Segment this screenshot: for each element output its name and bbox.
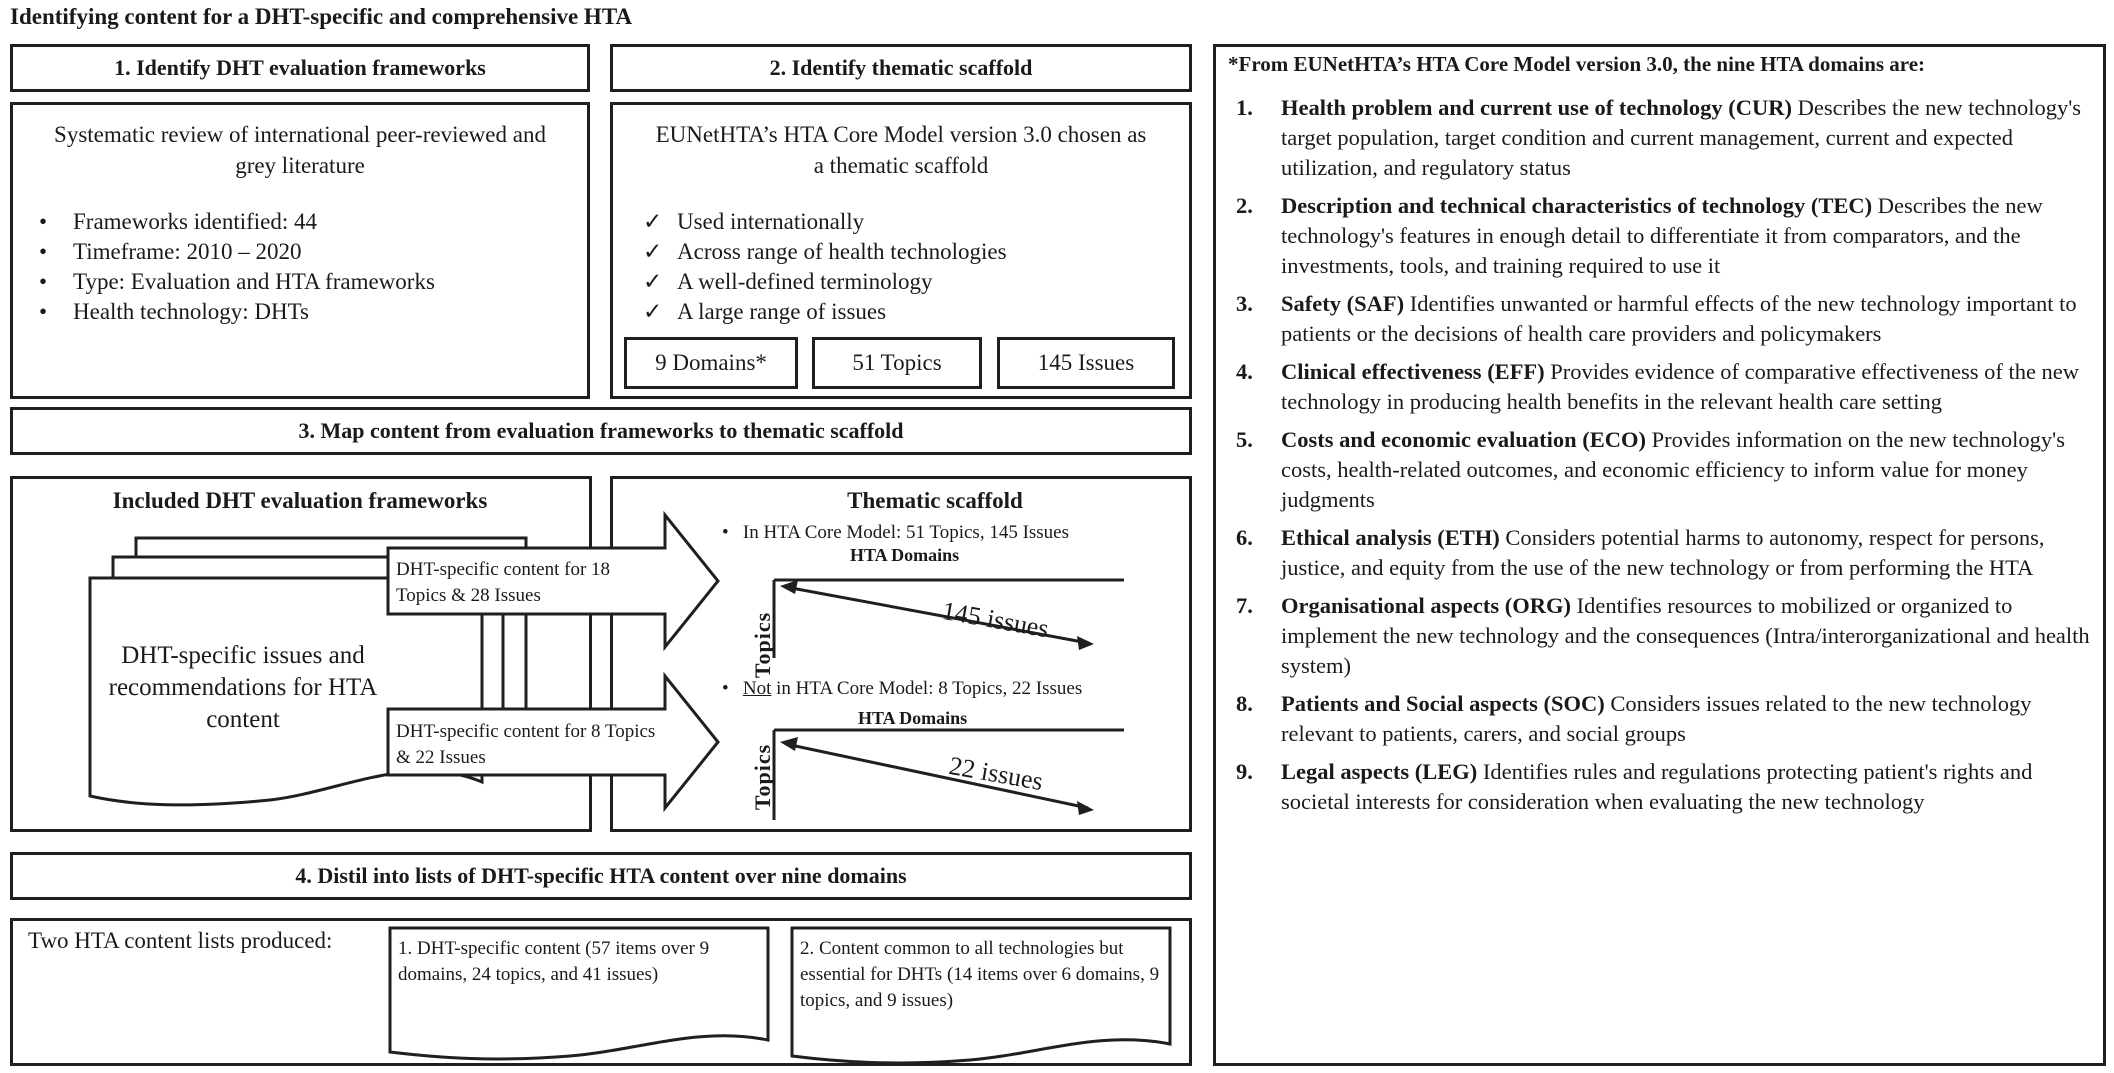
step2-check-list: ✓Used internationally ✓Across range of h… xyxy=(643,207,1163,327)
step2-panel: EUNetHTA’s HTA Core Model version 3.0 ch… xyxy=(610,102,1192,399)
domain-name: Health problem and current use of techno… xyxy=(1281,95,1793,120)
content-list-docs-svg xyxy=(388,926,1172,1065)
domain-desc: Provides information on the new technolo… xyxy=(1281,427,2065,512)
bullet-icon: • xyxy=(722,678,743,699)
mapping-diagram-svg xyxy=(88,510,1124,820)
step1-bullet: •Type: Evaluation and HTA frameworks xyxy=(39,267,579,297)
domain-item: 3.Safety (SAF) Identifies unwanted or ha… xyxy=(1236,291,2077,346)
document-text: DHT-specific issues and recommendations … xyxy=(108,642,378,733)
mapping-arrow-bottom xyxy=(386,671,720,813)
in-core-model-label: • In HTA Core Model: 51 Topics, 145 Issu… xyxy=(722,522,1070,543)
page-title: Identifying content for a DHT-specific a… xyxy=(10,4,633,29)
domain-desc: Considers issues related to the new tech… xyxy=(1281,691,2032,746)
domain-desc: Provides evidence of comparative effecti… xyxy=(1281,359,2080,414)
step2-header: 2. Identify thematic scaffold xyxy=(610,44,1192,92)
bullet-icon: • xyxy=(39,299,48,324)
checkmark-icon: ✓ xyxy=(643,239,663,264)
step3-right-panel xyxy=(610,476,1192,832)
domain-name: Safety (SAF) xyxy=(1281,291,1405,316)
checkmark-icon: ✓ xyxy=(643,269,663,294)
step2-check-item: ✓Used internationally xyxy=(643,207,1163,237)
step1-bullet: •Frameworks identified: 44 xyxy=(39,207,579,237)
domain-list: 1.Health problem and current use of tech… xyxy=(1236,93,2098,825)
domain-desc: Identifies rules and regulations protect… xyxy=(1281,759,2033,814)
step2-check-item: ✓A large range of issues xyxy=(643,297,1163,327)
domain-desc: Considers potential harms to autonomy, r… xyxy=(1281,525,2045,580)
issues-arrowhead-right-bottom xyxy=(1077,801,1094,815)
step1-header: 1. Identify DHT evaluation frameworks xyxy=(10,44,590,92)
domain-desc: Identifies unwanted or harmful effects o… xyxy=(1281,291,2077,346)
domain-desc: Describes the new technology's target po… xyxy=(1281,95,2082,180)
list1-document-shape xyxy=(388,926,770,1061)
step4-lead: Two HTA content lists produced: xyxy=(28,928,333,953)
issues-arrowhead-left-top xyxy=(780,580,798,594)
domain-name: Legal aspects (LEG) xyxy=(1281,759,1478,784)
domain-item: 9.Legal aspects (LEG) Identifies rules a… xyxy=(1236,759,2033,814)
step1-intro: Systematic review of international peer-… xyxy=(54,122,546,178)
domain-desc: Identifies resources to mobilized or org… xyxy=(1281,593,2090,678)
issues-arrow-line-bottom xyxy=(785,742,1089,810)
list2-document-shape xyxy=(790,926,1172,1065)
arrow-bottom-label: DHT-specific content for 8 Topics & 22 I… xyxy=(396,721,656,768)
domain-name: Description and technical characteristic… xyxy=(1281,193,1873,218)
bullet-icon: • xyxy=(722,522,743,543)
domain-name: Organisational aspects (ORG) xyxy=(1281,593,1571,618)
step3-header: 3. Map content from evaluation framework… xyxy=(10,407,1192,455)
domain-item: 4.Clinical effectiveness (EFF) Provides … xyxy=(1236,359,2080,414)
list2-text: 2. Content common to all technologies bu… xyxy=(800,938,1160,1011)
domain-item: 1.Health problem and current use of tech… xyxy=(1236,95,2082,180)
frameworks-title: Included DHT evaluation frameworks xyxy=(112,488,488,513)
step1-bullet: •Timeframe: 2010 – 2020 xyxy=(39,237,579,267)
domain-name: Clinical effectiveness (EFF) xyxy=(1281,359,1545,384)
mapping-arrow-top xyxy=(386,510,720,652)
step2-check-item: ✓A well-defined terminology xyxy=(643,267,1163,297)
domain-name: Ethical analysis (ETH) xyxy=(1281,525,1500,550)
scaffold-title: Thematic scaffold xyxy=(847,488,1023,513)
step1-bullet-list: •Frameworks identified: 44 •Timeframe: 2… xyxy=(39,207,579,327)
issues-arrow-line-top xyxy=(785,585,1089,645)
count-domains: 9 Domains* xyxy=(624,337,798,389)
domain-item: 2.Description and technical characterist… xyxy=(1236,193,2043,278)
issues-arrowhead-left-bottom xyxy=(780,737,798,751)
step4-header: 4. Distil into lists of DHT-specific HTA… xyxy=(10,852,1192,900)
checkmark-icon: ✓ xyxy=(643,209,663,234)
checkmark-icon: ✓ xyxy=(643,299,663,324)
domain-name: Patients and Social aspects (SOC) xyxy=(1281,691,1605,716)
hta-domains-label-bottom: HTA Domains xyxy=(858,708,968,728)
bullet-icon: • xyxy=(39,269,48,294)
domains-panel xyxy=(1213,44,2106,1066)
bullet-icon: • xyxy=(39,209,48,234)
domain-item: 6.Ethical analysis (ETH) Considers poten… xyxy=(1236,525,2045,580)
count-issues: 145 Issues xyxy=(997,337,1175,389)
step2-check-item: ✓Across range of health technologies xyxy=(643,237,1163,267)
domain-item: 7.Organisational aspects (ORG) Identifie… xyxy=(1236,593,2090,678)
step1-bullet: •Health technology: DHTs xyxy=(39,297,579,327)
issues-arrowhead-right-top xyxy=(1077,636,1094,650)
domain-item: 5.Costs and economic evaluation (ECO) Pr… xyxy=(1236,427,2065,512)
list1-text: 1. DHT-specific content (57 items over 9… xyxy=(398,938,710,985)
domain-name: Costs and economic evaluation (ECO) xyxy=(1281,427,1646,452)
count-topics: 51 Topics xyxy=(812,337,982,389)
step2-intro: EUNetHTA’s HTA Core Model version 3.0 ch… xyxy=(655,122,1147,178)
hta-domains-label-top: HTA Domains xyxy=(850,545,960,565)
bullet-icon: • xyxy=(39,239,48,264)
not-in-core-model-label: • Not in HTA Core Model: 8 Topics, 22 Is… xyxy=(722,678,1083,699)
domain-item: 8.Patients and Social aspects (SOC) Cons… xyxy=(1236,691,2032,746)
arrow-top-label: DHT-specific content for 18 Topics & 28 … xyxy=(396,559,611,606)
domain-desc: Describes the new technology's features … xyxy=(1281,193,2043,278)
domains-header: *From EUNetHTA’s HTA Core Model version … xyxy=(1228,52,1926,76)
step1-panel: Systematic review of international peer-… xyxy=(10,102,590,399)
